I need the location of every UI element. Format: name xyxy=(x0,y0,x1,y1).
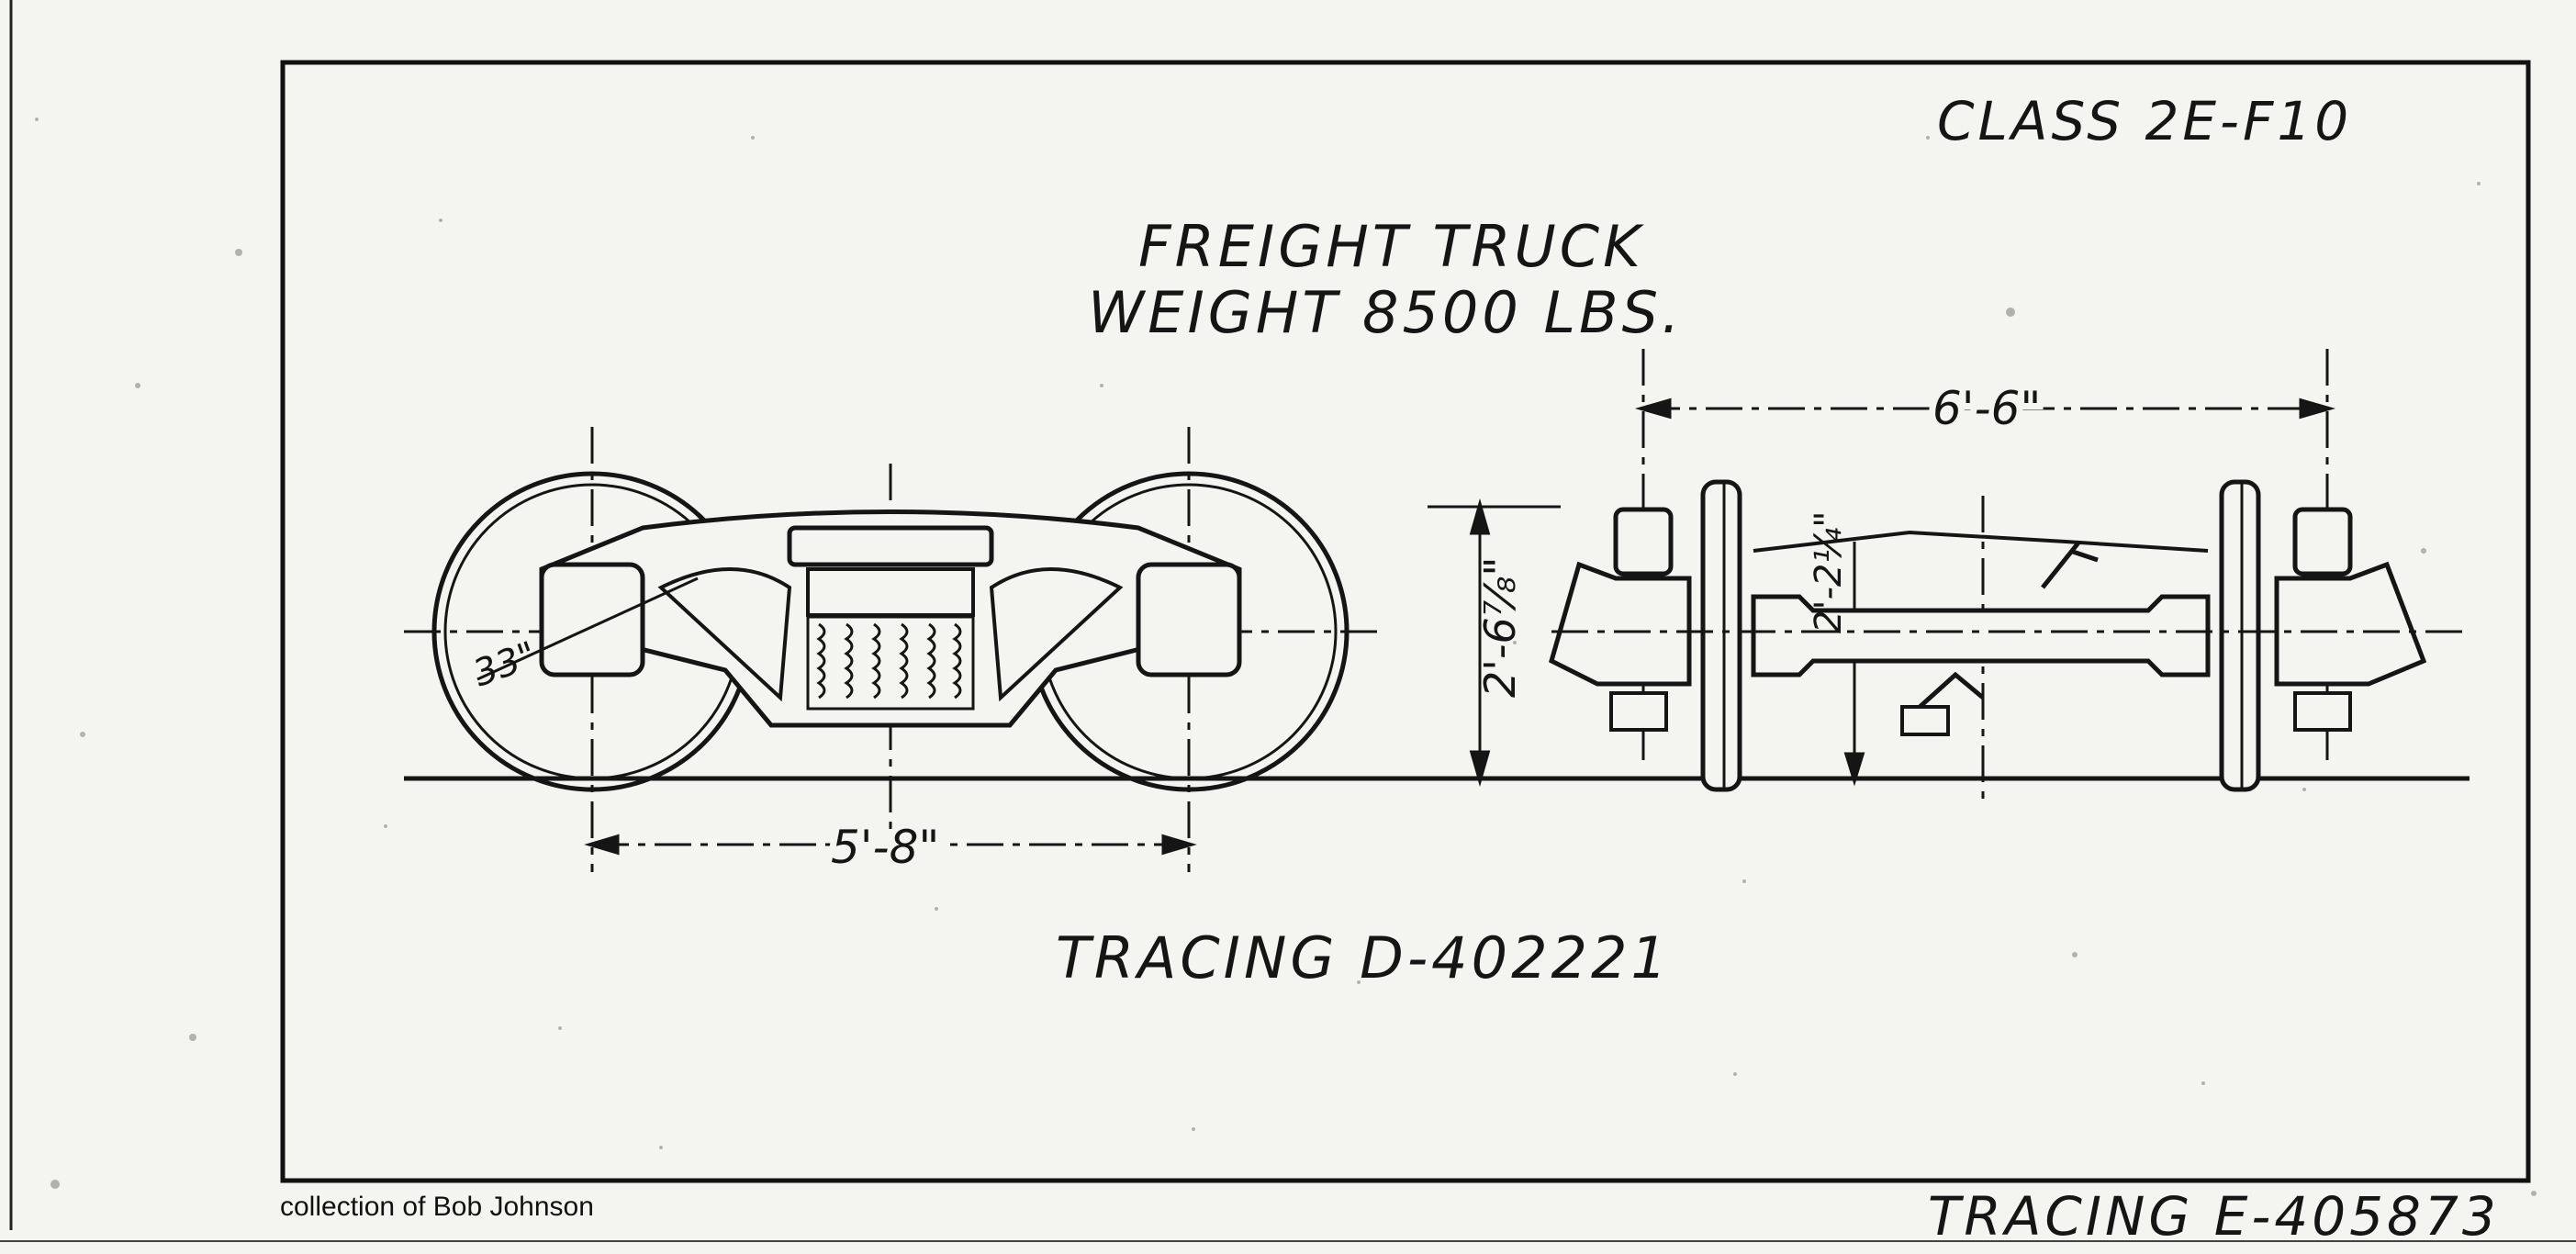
brake-lever xyxy=(2041,540,2099,589)
class-label: CLASS 2E-F10 xyxy=(1937,90,2352,152)
end-wheel-right xyxy=(2219,479,2261,792)
drawing-frame xyxy=(280,60,2531,1183)
end-wheel-left xyxy=(1700,479,1742,792)
center-spacing-dim: 6'-6" xyxy=(1932,382,2041,435)
journal-box-right xyxy=(1136,562,1242,677)
collection-credit: collection of Bob Johnson xyxy=(280,1192,594,1222)
tracing-inner: TRACING D-402221 xyxy=(1056,924,1671,991)
spring-nest xyxy=(806,615,975,711)
side-view xyxy=(404,427,2470,872)
wheel-diameter-dim: 33" xyxy=(468,633,543,695)
title-line-2: WEIGHT 8500 LBS. xyxy=(1088,279,1684,346)
journal-box-left xyxy=(539,562,645,677)
bolster-height-dim: 2'-2¼" xyxy=(1808,511,1850,634)
bolster xyxy=(787,525,994,567)
end-frame-left xyxy=(1549,561,1692,687)
wheelbase-dim: 5'-8" xyxy=(831,821,939,874)
tracing-outer: TRACING E-405873 xyxy=(1928,1185,2500,1248)
end-view xyxy=(1428,349,2470,808)
paper-speckle xyxy=(35,118,2537,1196)
end-frame-right xyxy=(2274,561,2427,687)
title-line-1: FREIGHT TRUCK xyxy=(1138,213,1644,280)
axle xyxy=(1751,594,2211,677)
height-dim: 2'-6⅞" xyxy=(1475,556,1525,698)
